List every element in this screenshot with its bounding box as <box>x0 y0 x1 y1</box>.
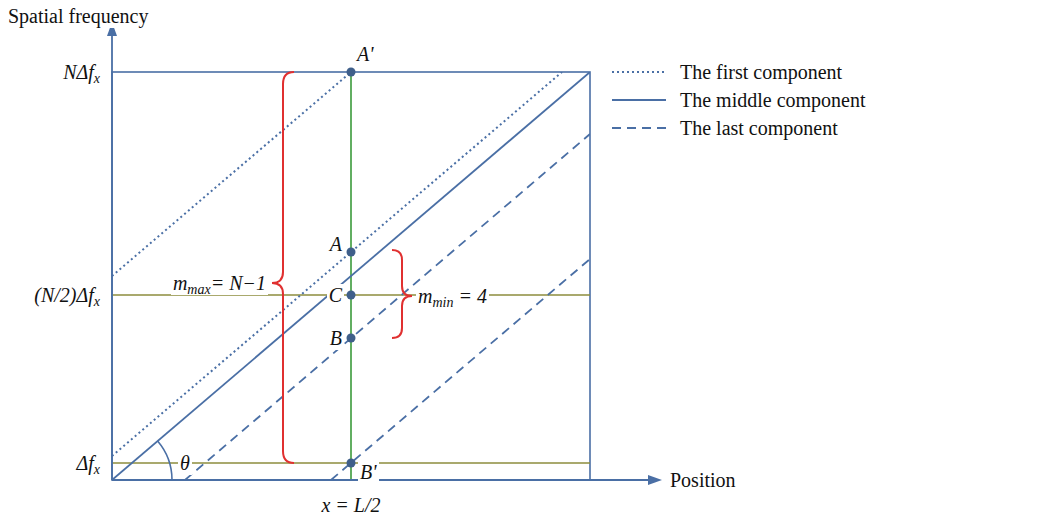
legend-line-sample <box>612 127 666 129</box>
point-dot <box>347 459 356 468</box>
point-label: C <box>327 284 344 307</box>
angle-arc <box>158 441 172 480</box>
plot-box <box>112 72 590 480</box>
axis-arrowhead <box>648 475 662 485</box>
point-dot <box>347 68 356 77</box>
tick-label: NΔfx <box>61 61 102 84</box>
axis-title: Position <box>668 469 738 492</box>
y-axis <box>111 30 113 480</box>
middle-component-line <box>112 72 590 480</box>
point-dot <box>347 334 356 343</box>
range-label: mmin = 4 <box>416 285 489 308</box>
first-component-line <box>112 72 562 456</box>
x-axis <box>112 479 652 481</box>
point-label: A <box>328 233 344 256</box>
first-component-line <box>112 72 351 276</box>
legend-text: The middle component <box>680 89 866 112</box>
last-component-line <box>185 134 590 480</box>
point-label: B' <box>358 461 379 484</box>
legend-text: The first component <box>680 61 842 84</box>
point-dot <box>347 248 356 257</box>
max-brace <box>272 72 294 463</box>
axis-title: Spatial frequency <box>6 5 151 28</box>
tick-label: Δfx <box>74 452 102 475</box>
angle-label: θ <box>178 452 192 475</box>
legend-line-sample <box>612 71 666 73</box>
point-label: B <box>328 327 344 350</box>
legend-line-sample <box>612 99 666 101</box>
point-label: A' <box>355 43 376 66</box>
position-label: x = L/2 <box>319 494 382 517</box>
legend-text: The last component <box>680 117 838 140</box>
last-component-line <box>331 259 590 480</box>
tick-label: (N/2)Δfx <box>32 284 102 307</box>
range-label: mmax= N−1 <box>171 272 268 295</box>
point-dot <box>347 291 356 300</box>
min-brace <box>392 250 412 338</box>
